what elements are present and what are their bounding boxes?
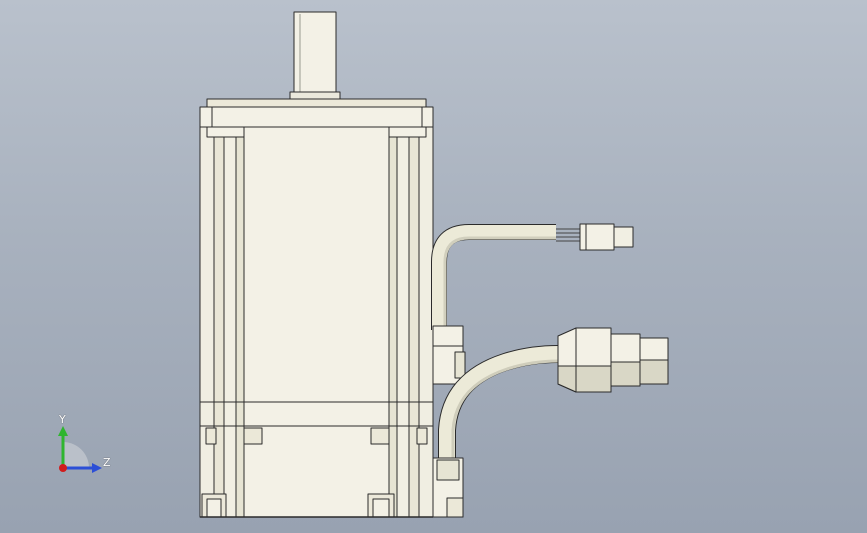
triad-x-axis-dot — [59, 464, 67, 472]
triad-z-label: Z — [103, 456, 111, 469]
cable-gland-lower[interactable] — [432, 457, 464, 518]
triad-z-arrow — [92, 463, 102, 473]
power-cable[interactable] — [438, 345, 559, 460]
triad-y-arrow — [58, 426, 68, 436]
motor-body[interactable] — [199, 126, 434, 518]
brake-cable[interactable] — [431, 224, 580, 330]
triad-plane — [63, 442, 89, 468]
motor-shaft[interactable] — [289, 11, 341, 101]
motor-flange[interactable] — [199, 98, 434, 128]
orientation-triad — [58, 426, 102, 473]
triad-y-label: Y — [59, 413, 66, 426]
brake-connector[interactable] — [579, 223, 634, 251]
cable-gland-upper[interactable] — [432, 325, 466, 385]
power-connector[interactable] — [557, 327, 669, 393]
